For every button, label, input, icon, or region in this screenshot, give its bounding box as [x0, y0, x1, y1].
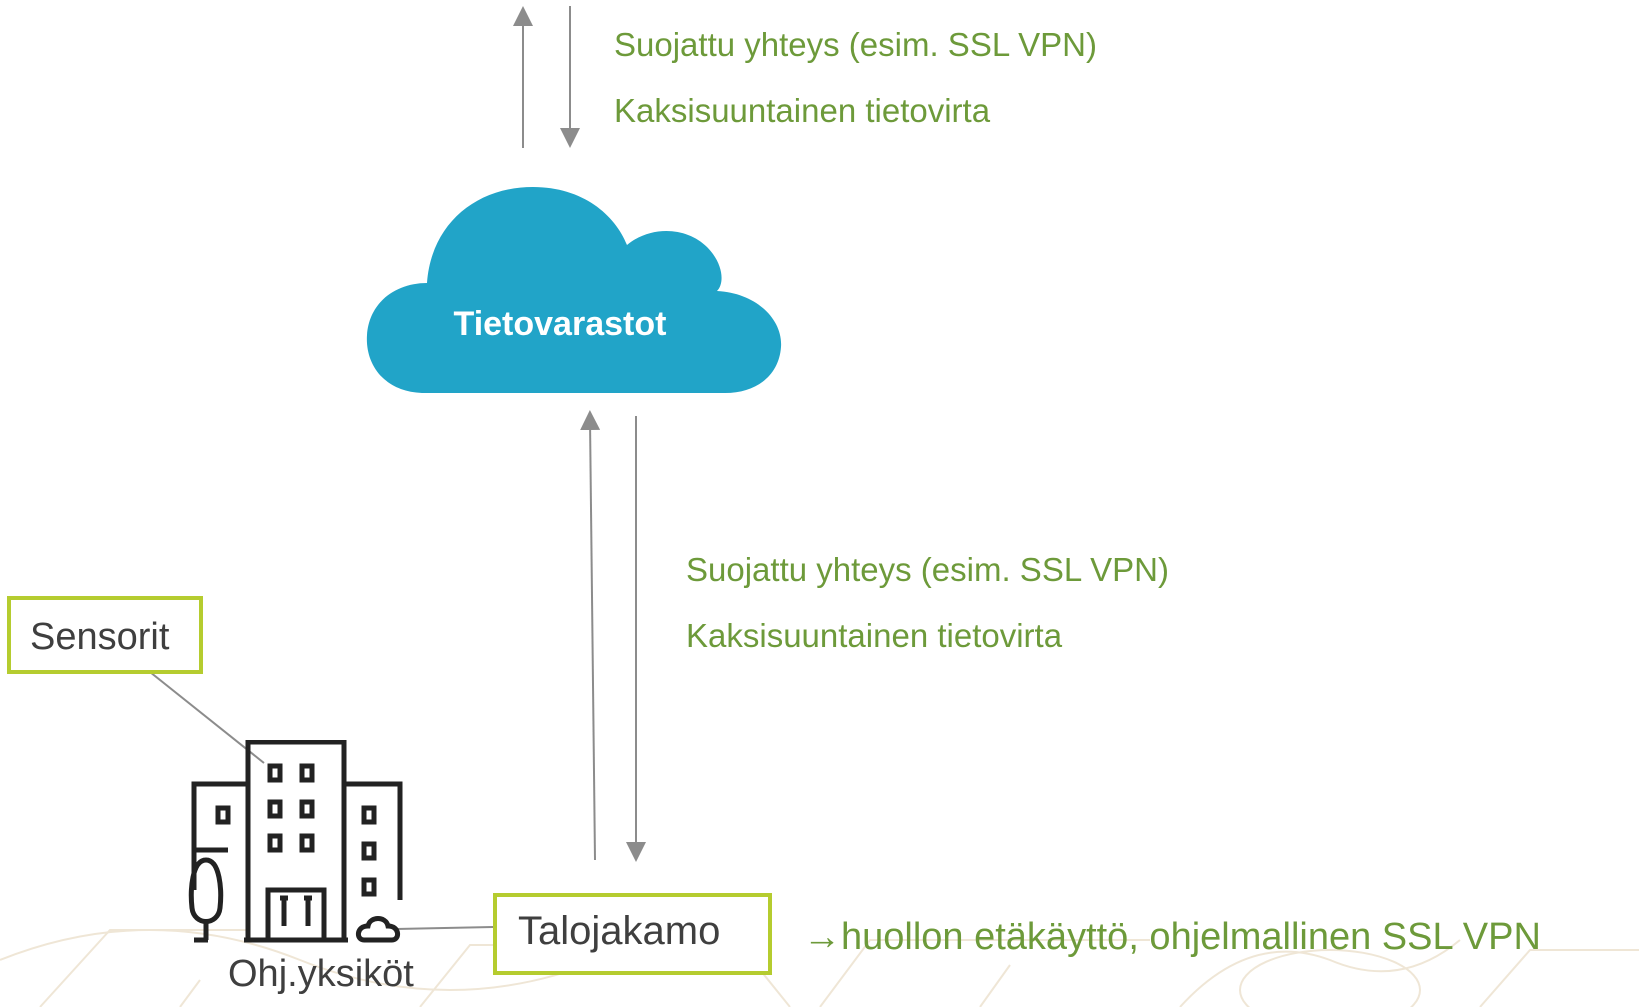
top-link-line2: Kaksisuuntainen tietovirta	[614, 92, 991, 129]
cloud-shape	[366, 187, 782, 393]
cloud-label: Tietovarastot	[453, 305, 667, 343]
sensors-box: Sensorit	[7, 596, 203, 674]
building-icon	[188, 740, 403, 943]
middle-link-line2: Kaksisuuntainen tietovirta	[686, 617, 1063, 654]
sensor-connector	[149, 671, 265, 764]
building-talojakamo-connector	[395, 926, 494, 930]
remote-access-label: huollon etäkäyttö, ohjelmallinen SSL VPN	[841, 916, 1541, 958]
middle-link-line1: Suojattu yhteys (esim. SSL VPN)	[686, 551, 1169, 588]
building-label: Ohj.yksiköt	[228, 953, 414, 995]
talojakamo-label: Talojakamo	[518, 909, 721, 953]
cloud-icon	[366, 187, 782, 393]
arrow-right-icon: →	[803, 916, 841, 958]
sensors-label: Sensorit	[30, 616, 170, 658]
middle-up-arrow	[580, 410, 601, 861]
talojakamo-box: Talojakamo	[493, 893, 772, 975]
remote-access-text: →huollon etäkäyttö, ohjelmallinen SSL VP…	[803, 918, 1541, 956]
top-link-line1: Suojattu yhteys (esim. SSL VPN)	[614, 26, 1097, 63]
